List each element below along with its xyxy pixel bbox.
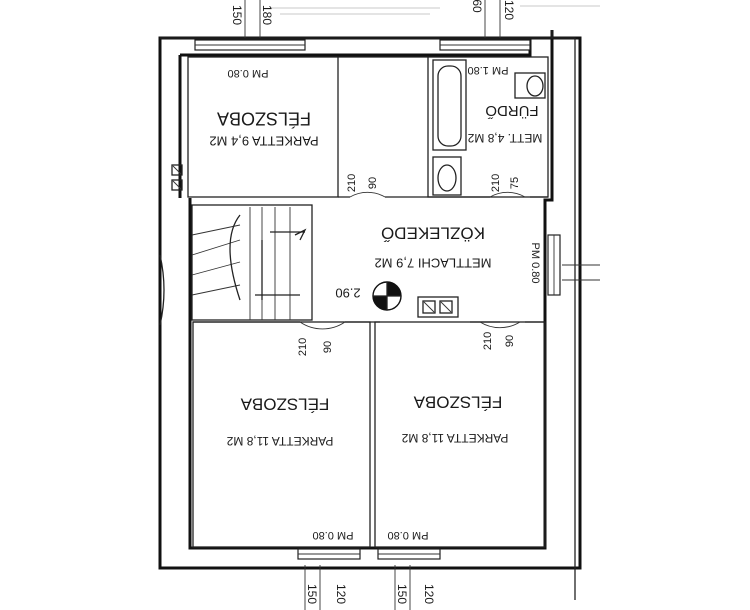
room-nw-floor: PARKETTA 9,4 M2 <box>209 134 318 149</box>
room-nw-name: FÉLSZOBA <box>217 108 311 128</box>
dim-top-left-a: 180 <box>260 5 274 25</box>
room-sw-labels: FÉLSZOBA PARKETTA 11,8 M2 PM 0.80 <box>226 395 353 542</box>
door-sw-height: 210 <box>297 338 309 356</box>
door-nw-width: 90 <box>367 177 379 189</box>
room-outlines <box>187 56 549 548</box>
door-se-width: 90 <box>504 335 516 347</box>
room-se-labels: FÉLSZOBA PARKETTA 11,8 M2 PM 0.80 <box>388 393 509 542</box>
dimension-lines <box>244 0 600 610</box>
door-sw-labels: 90 210 <box>297 338 334 356</box>
staircase <box>191 204 313 321</box>
dim-bottom-left-a: 150 <box>305 584 319 604</box>
room-bath-name: FÜRDŐ <box>485 102 538 120</box>
dimension-top-right: 120 60 <box>470 0 516 20</box>
height-marker <box>372 281 402 311</box>
chimney <box>417 296 459 318</box>
dim-bottom-left-b: 120 <box>334 584 348 604</box>
room-se-floor: PARKETTA 11,8 M2 <box>401 431 508 445</box>
room-hall-floor: METTLACHI 7,9 M2 <box>374 256 491 271</box>
room-se-name: FÉLSZOBA <box>413 393 502 412</box>
bathroom-fixtures <box>432 59 546 196</box>
room-sw-window: PM 0.80 <box>313 529 354 541</box>
room-bath-labels: FÜRDŐ METT. 4,8 M2 PM 1.80 <box>467 64 542 145</box>
bottom-windows <box>297 548 441 560</box>
room-bath-window: PM 1.80 <box>468 64 509 76</box>
door-swings <box>299 191 526 330</box>
door-nw-height: 210 <box>346 174 358 192</box>
dim-top-left-b: 150 <box>230 5 244 25</box>
dim-top-right-a: 120 <box>502 0 516 20</box>
left-wall-fixtures <box>159 164 183 326</box>
dimension-bottom-left: 150 120 <box>305 584 348 604</box>
door-se-height: 210 <box>482 332 494 350</box>
room-hall-name: KÖZLEKEDŐ <box>381 224 485 243</box>
room-nw-labels: FÉLSZOBA PARKETTA 9,4 M2 PM 0.80 <box>209 67 318 148</box>
dim-bottom-right-b: 120 <box>422 584 436 604</box>
door-se-labels: 90 210 <box>482 332 516 350</box>
room-hall-window: PM 0.80 <box>529 243 541 284</box>
room-hall-labels: KÖZLEKEDŐ METTLACHI 7,9 M2 PM 0.80 2.90 <box>335 224 541 301</box>
door-nw-labels: 90 210 <box>346 174 379 192</box>
room-sw-name: FÉLSZOBA <box>240 395 329 414</box>
door-bath-labels: 75 210 <box>490 174 521 192</box>
dimension-top-left: 180 150 <box>230 5 274 25</box>
right-window <box>547 234 561 296</box>
dimension-bottom-right: 150 120 <box>395 584 436 604</box>
door-bath-height: 210 <box>490 174 502 192</box>
room-nw-window: PM 0.80 <box>228 67 269 79</box>
top-hatching <box>270 5 600 15</box>
room-hall-height: 2.90 <box>335 286 360 301</box>
dim-top-right-b: 60 <box>470 0 484 13</box>
room-se-window: PM 0.80 <box>388 529 429 541</box>
top-windows <box>194 39 531 51</box>
door-sw-width: 90 <box>322 341 334 353</box>
dim-bottom-right-a: 150 <box>395 584 409 604</box>
room-sw-floor: PARKETTA 11,8 M2 <box>226 434 333 448</box>
door-bath-width: 75 <box>509 177 521 189</box>
room-bath-floor: METT. 4,8 M2 <box>467 131 542 145</box>
